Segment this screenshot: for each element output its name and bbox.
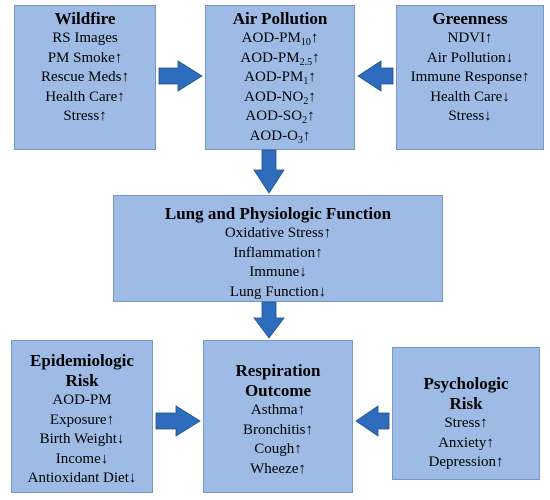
psychologic-item: Depression↑ — [428, 454, 504, 470]
epidemiologic-risk-box: Epidemiologic Risk AOD-PM Exposure↑ Birt… — [11, 340, 153, 493]
wildfire-title: Wildfire — [54, 9, 116, 28]
greenness-title: Greenness — [432, 9, 508, 28]
lung-function-item: Inflammation↑ — [233, 244, 323, 261]
air-pollution-item: AOD-PM10↑ — [241, 30, 319, 48]
greenness-item: Immune Response↑ — [410, 69, 530, 85]
respiration-title-line1: Respiration — [235, 361, 321, 380]
psychologic-item: Anxiety↑ — [438, 434, 494, 451]
greenness-item: NDVI↑ — [447, 30, 493, 46]
air-pollution-title: Air Pollution — [232, 9, 328, 28]
arrow-epidemiologic-to-respiration — [155, 405, 201, 437]
arrow-air-pollution-to-lung — [253, 149, 285, 194]
epidemiologic-title-line1: Epidemiologic — [30, 351, 134, 370]
respiration-item: Bronchitis↑ — [243, 421, 313, 438]
epidemiologic-item: Exposure↑ — [49, 411, 115, 428]
wildfire-item: Stress↑ — [63, 108, 107, 124]
wildfire-item: Rescue Meds↑ — [41, 69, 129, 85]
respiration-item: Wheeze↑ — [250, 460, 306, 477]
epidemiologic-item: Income↓ — [55, 450, 109, 467]
greenness-item: Air Pollution↓ — [426, 49, 514, 66]
arrow-psychologic-to-respiration — [355, 405, 390, 437]
psychologic-risk-box: Psychologic Risk Stress↑ Anxiety↑ Depres… — [392, 347, 540, 480]
epidemiologic-title-line2: Risk — [65, 371, 99, 390]
air-pollution-item: AOD-PM2.5↑ — [240, 49, 320, 68]
lung-function-item: Lung Function↓ — [229, 283, 327, 300]
wildfire-item: RS Images — [52, 30, 118, 46]
psychologic-title-line1: Psychologic — [423, 374, 509, 393]
air-pollution-item: AOD-PM1↑ — [244, 69, 316, 87]
respiration-item: Asthma↑ — [250, 402, 306, 418]
epidemiologic-item: Antioxidant Diet↓ — [27, 470, 137, 486]
lung-function-box: Lung and Physiologic Function Oxidative … — [113, 195, 443, 302]
wildfire-item: Health Care↑ — [45, 88, 125, 105]
arrow-lung-to-respiration — [253, 301, 285, 339]
air-pollution-box: Air Pollution AOD-PM10↑ AOD-PM2.5↑ AOD-P… — [205, 5, 355, 150]
arrow-wildfire-to-air-pollution — [158, 60, 203, 92]
psychologic-item: Stress↑ — [444, 415, 488, 431]
air-pollution-item: AOD-SO2↑ — [245, 108, 315, 126]
respiration-title-line2: Outcome — [244, 381, 312, 400]
wildfire-box: Wildfire RS Images PM Smoke↑ Rescue Meds… — [14, 5, 156, 150]
lung-function-title: Lung and Physiologic Function — [164, 204, 392, 223]
arrow-greenness-to-air-pollution — [357, 60, 394, 92]
air-pollution-item: AOD-NO2↑ — [244, 88, 316, 107]
epidemiologic-item: Birth Weight↓ — [39, 431, 125, 447]
greenness-item: Health Care↓ — [430, 88, 510, 105]
greenness-item: Stress↓ — [448, 108, 492, 124]
lung-function-item: Immune↓ — [249, 264, 307, 280]
air-pollution-item: AOD-O3↑ — [249, 127, 311, 146]
wildfire-item: PM Smoke↑ — [47, 49, 123, 66]
epidemiologic-item: AOD-PM — [52, 392, 112, 408]
psychologic-title-line2: Risk — [449, 394, 483, 413]
respiration-item: Cough↑ — [254, 441, 302, 457]
respiration-outcome-box: Respiration Outcome Asthma↑ Bronchitis↑ … — [203, 340, 353, 493]
lung-function-item: Oxidative Stress↑ — [224, 225, 332, 241]
greenness-box: Greenness NDVI↑ Air Pollution↓ Immune Re… — [396, 5, 544, 150]
